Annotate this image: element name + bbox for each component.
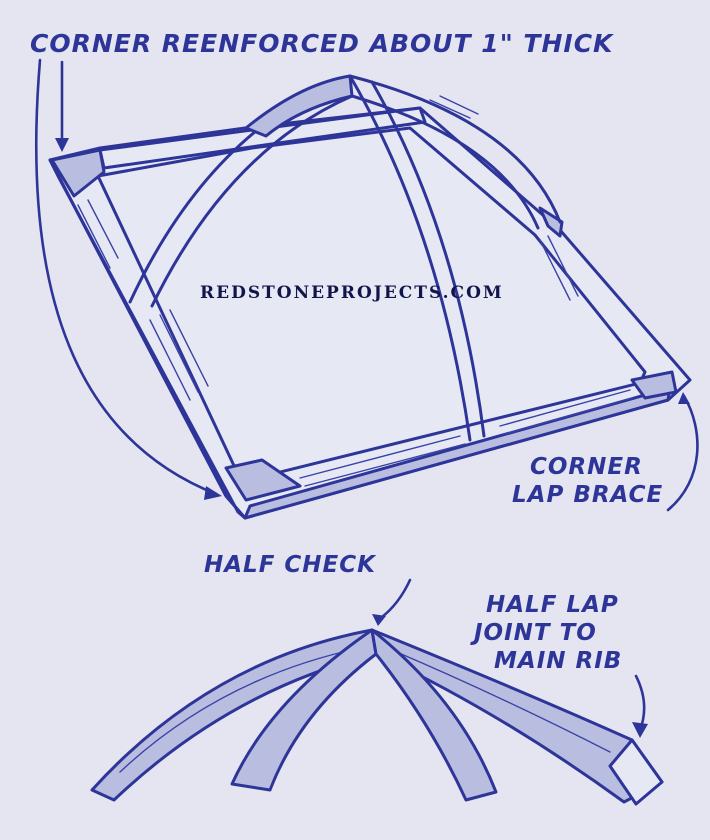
corner-brace-front-right	[630, 370, 678, 400]
detail-rib-end	[608, 738, 664, 806]
left-board-hatch	[77, 199, 209, 401]
half-check-arrow	[372, 578, 412, 626]
front-board-hatch	[299, 389, 633, 487]
corner-curved-arrow	[34, 58, 222, 500]
rib-detail	[90, 628, 664, 806]
corner-reinforced-label: CORNER REENFORCED ABOUT 1" THICK	[30, 29, 614, 58]
corner-brace-front-left	[224, 458, 302, 502]
corner-lap-brace-label-line1: CORNER	[530, 454, 643, 480]
lap-brace-arrow	[666, 392, 699, 512]
corner-brace-back-right	[538, 206, 564, 238]
left-board-face	[48, 158, 247, 520]
center-rib-outer	[348, 74, 472, 442]
half-check-label: HALF CHECK	[204, 552, 377, 578]
detail-down-rib	[370, 628, 498, 802]
half-lap-label-line3: MAIN RIB	[494, 648, 622, 674]
half-lap-label-line2: JOINT TO	[470, 620, 597, 646]
main-rib-left-inner	[150, 94, 354, 308]
corner-arrow	[55, 60, 69, 152]
right-rib-hatch	[429, 95, 579, 301]
watermark-text: RedStoneProjects.com	[200, 283, 504, 303]
frame-assembly	[48, 74, 692, 520]
main-rib-right-outer	[348, 74, 562, 224]
rear-rib	[244, 74, 354, 138]
detail-main-rib-hatch	[119, 647, 611, 773]
center-rib-inner	[370, 80, 486, 438]
corner-brace-back-left	[50, 148, 106, 198]
corner-lap-brace-label-line2: LAP BRACE	[512, 482, 663, 508]
half-lap-arrow	[632, 674, 648, 738]
half-lap-label-line1: HALF LAP	[486, 592, 619, 618]
